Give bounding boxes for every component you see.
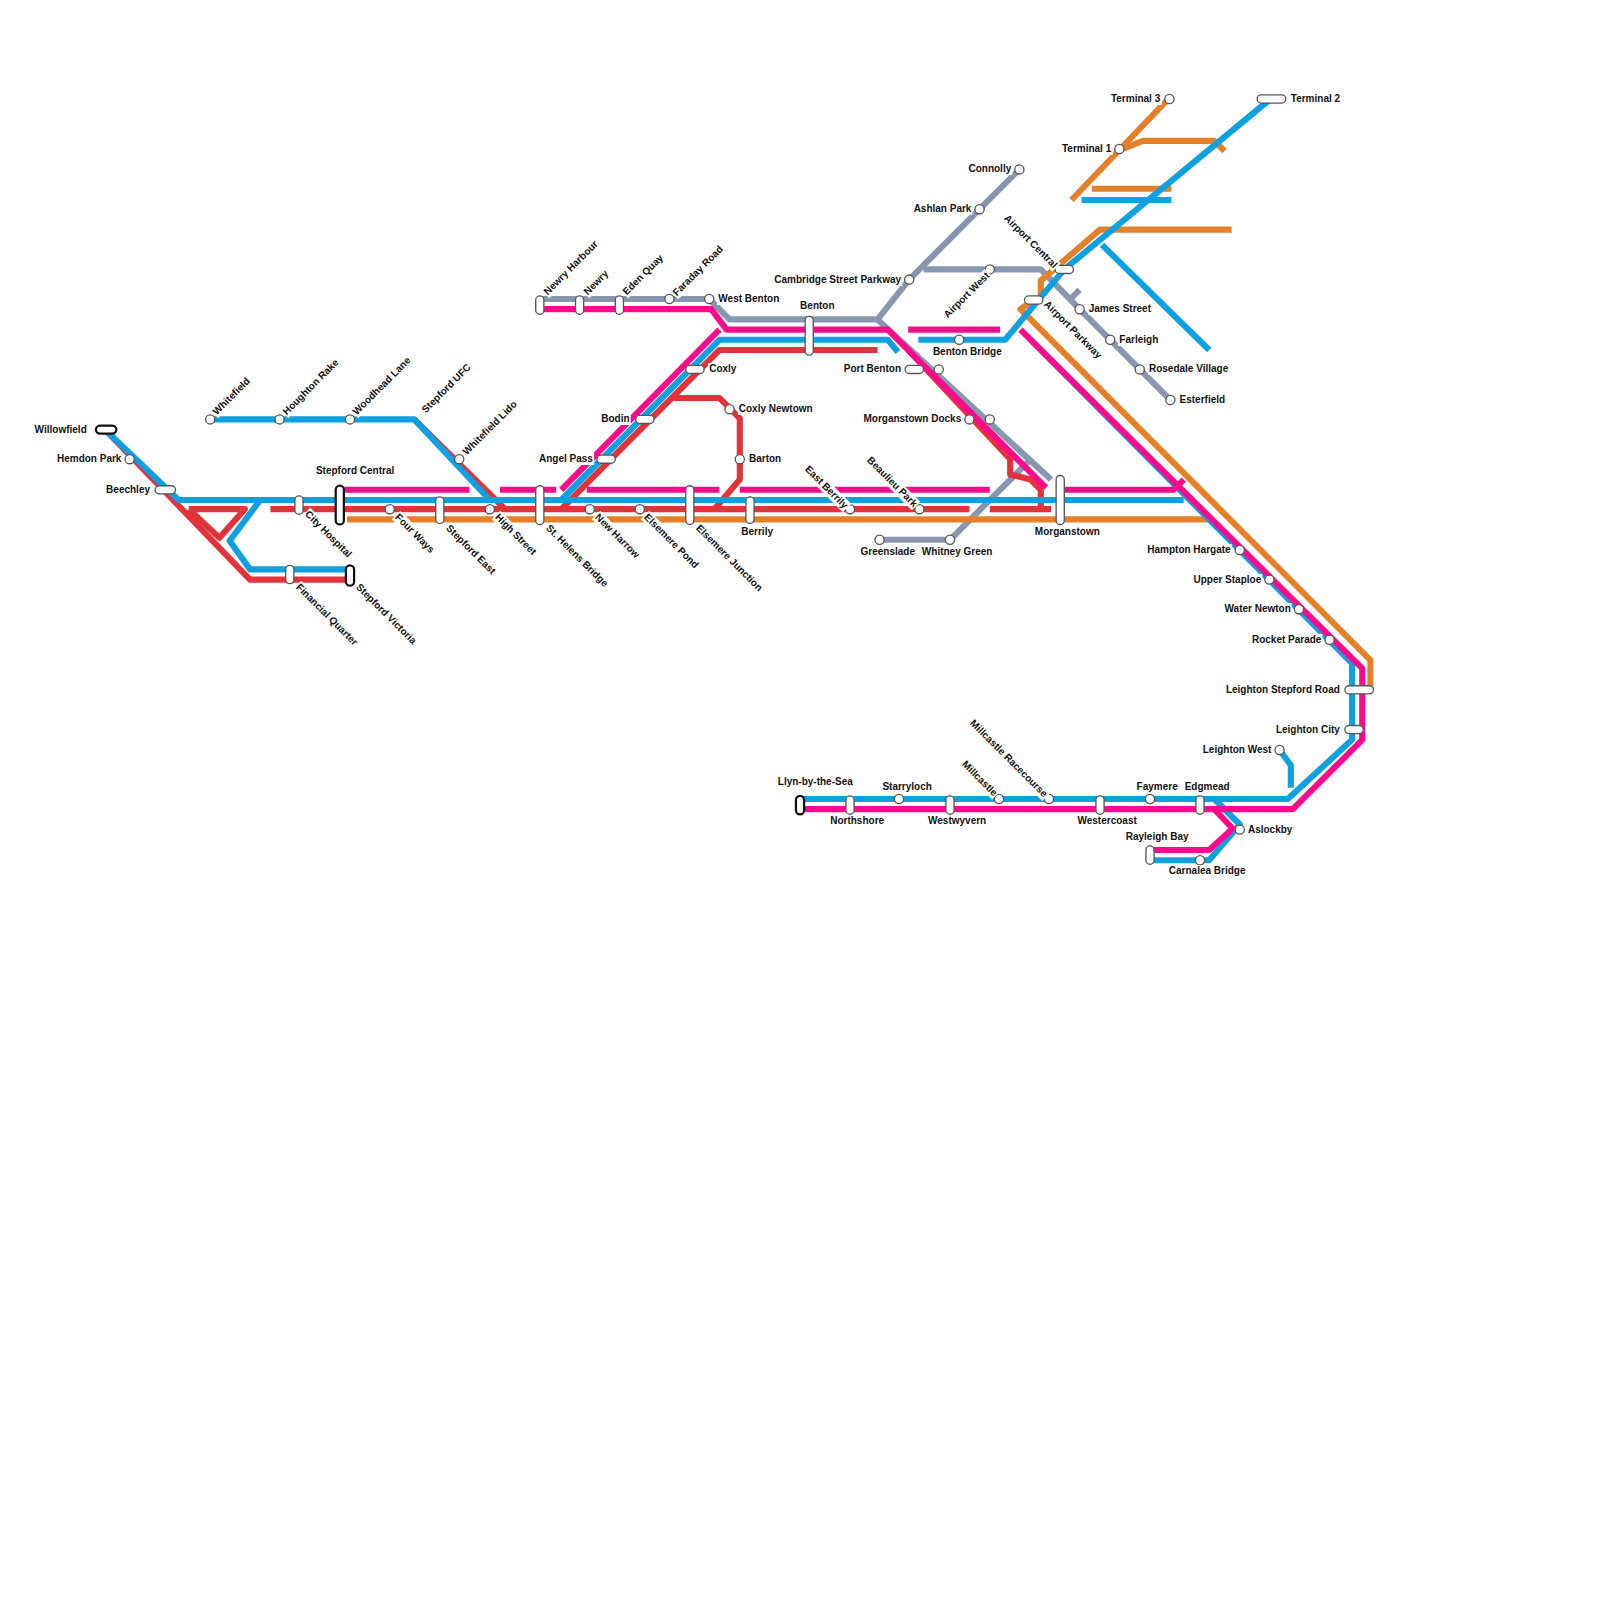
station-label: Northshore <box>829 815 885 827</box>
station-label: Stepford UFC <box>419 361 474 416</box>
station-label: Rayleigh Bay <box>1125 831 1190 843</box>
station-label: Angel Pass <box>538 453 594 465</box>
station-label: Faymere <box>1136 781 1179 793</box>
station-label: Leighton Stepford Road <box>1225 684 1341 696</box>
station-label: Water Newton <box>1224 603 1292 615</box>
station-label: Beechley <box>105 484 151 496</box>
station-label: Newry <box>580 267 611 298</box>
station-label: Farleigh <box>1118 334 1159 346</box>
station-label: Upper Staploe <box>1192 574 1262 586</box>
station-label: West Benton <box>717 293 780 305</box>
station-label: Whitefield Lido <box>460 398 521 459</box>
station-label: Four Ways <box>392 511 438 557</box>
station-label: Greenslade <box>860 546 916 558</box>
station-label: Whitney Green <box>921 546 994 558</box>
station-label: Hemdon Park <box>56 453 122 465</box>
station-label: Esterfield <box>1179 394 1227 406</box>
station-label: East Berrily <box>802 463 851 512</box>
station-label: Berrily <box>740 526 774 538</box>
station-label: Westwyvern <box>927 815 987 827</box>
station-label: St. Helens Bridge <box>543 521 611 589</box>
station-label: Aslockby <box>1247 824 1293 836</box>
station-label: Stepford Victoria <box>353 580 420 647</box>
station-label: Airport Central <box>1001 212 1061 272</box>
station-label: Rosedale Village <box>1148 363 1229 375</box>
station-label: Millcastle Racecourse <box>967 717 1051 801</box>
station-label: Ashlan Park <box>913 203 973 215</box>
station-label: Hampton Hargate <box>1146 544 1231 556</box>
station-label: Leighton West <box>1202 744 1273 756</box>
station-label: James Street <box>1088 303 1152 315</box>
station-label: Benton <box>799 300 835 312</box>
station-label: Terminal 2 <box>1290 93 1341 105</box>
station-label: Morganstown <box>1034 526 1101 538</box>
station-markers <box>96 94 1374 864</box>
station-label: Whitefield <box>210 375 254 419</box>
station-label: Benton Bridge <box>932 346 1003 358</box>
station-label: Terminal 1 <box>1061 143 1112 155</box>
station-label: Faraday Road <box>670 242 727 299</box>
station-label: Coxly <box>708 363 737 375</box>
station-label: City Hospital <box>302 508 355 561</box>
station-label: Millcastle <box>959 758 1001 800</box>
station-label: Stepford Central <box>315 465 395 477</box>
station-label: Financial Quarter <box>293 580 361 648</box>
station-label: Connolly <box>967 163 1012 175</box>
station-label: Barton <box>748 453 782 465</box>
station-label: New Harrow <box>592 511 643 562</box>
station-label: Carnalea Bridge <box>1168 865 1247 877</box>
station-label: Rocket Parade <box>1251 634 1322 646</box>
station-label: Eden Quay <box>620 251 667 298</box>
station-label: Houghton Rake <box>279 356 341 418</box>
station-label: Woodhead Lane <box>350 354 414 418</box>
station-label: Airport West <box>941 269 993 321</box>
station-label: Coxly Newtown <box>738 403 814 415</box>
station-label: Westercoast <box>1076 815 1137 827</box>
station-label: Edgmead <box>1184 781 1231 793</box>
station-label: Bodin <box>600 413 630 425</box>
station-label: Leighton City <box>1275 724 1341 736</box>
station-label: High Street <box>492 511 540 559</box>
station-label: Starryloch <box>881 781 932 793</box>
route-lines <box>105 99 1370 860</box>
station-label: Llyn-by-the-Sea <box>777 776 854 788</box>
station-label: Stepford East <box>443 521 499 577</box>
station-label: Beaulieu Park <box>864 454 921 511</box>
station-label: Cambridge Street Parkway <box>773 274 902 286</box>
station-label: Elsemere Pond <box>641 511 702 572</box>
station-label: Willowfield <box>34 424 88 436</box>
station-label: Morganstown Docks <box>862 413 962 425</box>
station-label: Port Benton <box>843 363 902 375</box>
station-label: Terminal 3 <box>1110 93 1161 105</box>
